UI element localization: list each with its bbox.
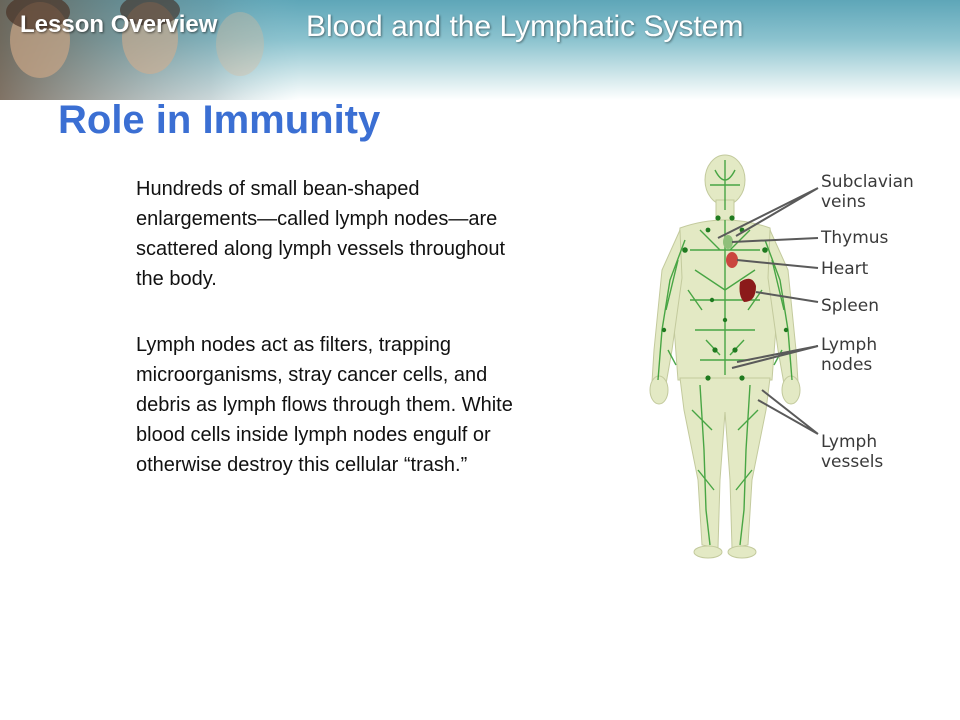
paragraph-lymph-nodes: Hundreds of small bean-shaped enlargemen… (136, 178, 506, 290)
header-banner: Lesson Overview Blood and the Lymphatic … (0, 0, 960, 100)
lesson-title: Blood and the Lymphatic System (306, 10, 744, 43)
lymph-vessels (657, 160, 793, 546)
header-photo (0, 0, 300, 100)
lymph-nodes (661, 215, 789, 381)
label-spleen: Spleen (821, 296, 879, 316)
slide-title: Role in Immunity (58, 98, 381, 142)
body-illustration (649, 154, 819, 559)
label-heart: Heart (821, 259, 869, 279)
heart-organ (726, 252, 738, 268)
thymus-organ (723, 235, 733, 249)
paragraph-lymph-function: Lymph nodes act as filters, trapping mic… (136, 334, 513, 476)
lesson-overview-label: Lesson Overview (20, 11, 218, 38)
label-thymus: Thymus (821, 228, 889, 248)
spleen-organ (739, 278, 756, 302)
pointer-lines (717, 187, 819, 435)
